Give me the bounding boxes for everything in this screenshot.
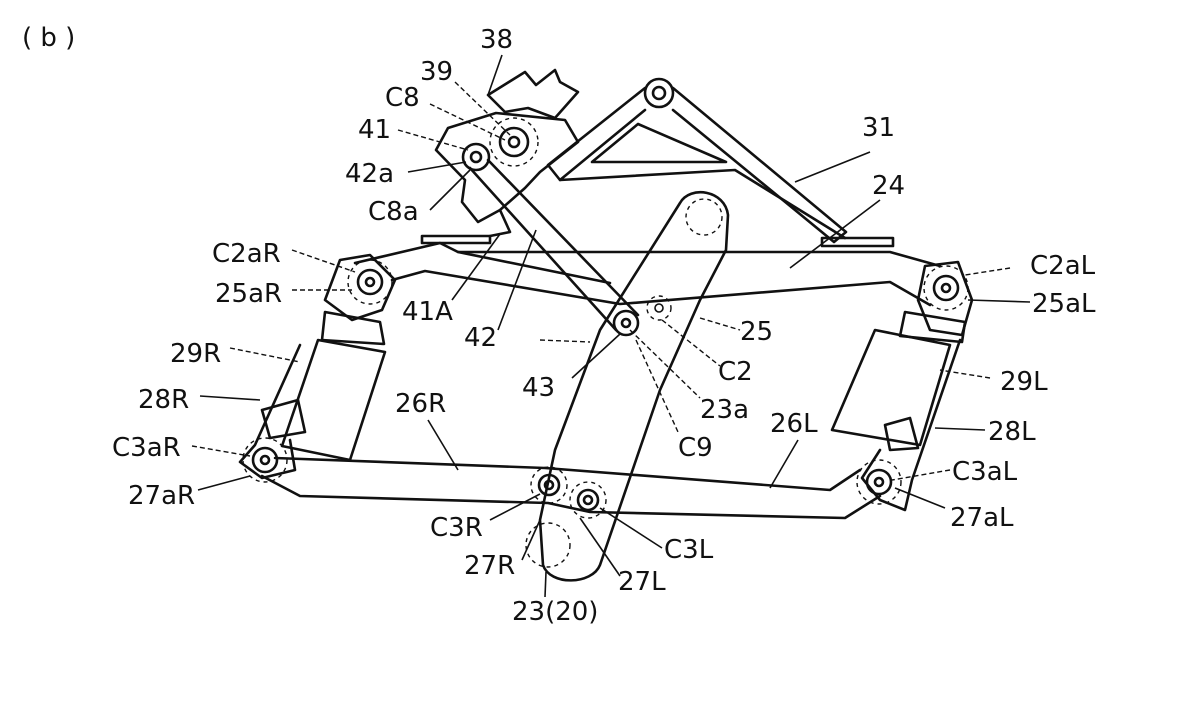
label-42: 42 <box>464 323 497 353</box>
member-23 <box>525 190 730 582</box>
label-c3al: C3aL <box>952 457 1018 487</box>
label-c3ar: C3aR <box>112 433 181 463</box>
bracket-38 <box>434 68 580 238</box>
label-25ar: 25aR <box>215 279 282 309</box>
label-27r: 27R <box>464 551 515 581</box>
shock-28R <box>238 253 397 483</box>
label-29r: 29R <box>170 339 221 369</box>
label-c3l: C3L <box>664 535 714 565</box>
frame-26 <box>260 456 882 520</box>
label-c2ar: C2aR <box>212 239 281 269</box>
shock-28L <box>830 260 974 512</box>
label-26r: 26R <box>395 389 446 419</box>
label-28l: 28L <box>988 417 1036 447</box>
label-28r: 28R <box>138 385 189 415</box>
label-41: 41 <box>358 115 391 145</box>
label-31: 31 <box>862 113 895 143</box>
label-c3r: C3R <box>430 513 483 543</box>
label-42a: 42a <box>345 159 394 189</box>
label-24: 24 <box>872 171 905 201</box>
label-29l: 29L <box>1000 367 1048 397</box>
label-c2: C2 <box>718 357 753 387</box>
label-27al: 27aL <box>950 503 1014 533</box>
label-39: 39 <box>420 57 453 87</box>
label-23a: 23a <box>700 395 749 425</box>
label-25: 25 <box>740 317 773 347</box>
label-c2al: C2aL <box>1030 251 1096 281</box>
panel-label: ( b ) <box>22 23 75 53</box>
label-c8: C8 <box>385 83 420 113</box>
label-c9: C9 <box>678 433 713 463</box>
frame-24 <box>353 234 942 307</box>
label-43: 43 <box>522 373 555 403</box>
label-38: 38 <box>480 25 513 55</box>
leader-lines <box>191 54 1031 598</box>
label-23-20: 23(20) <box>512 597 598 627</box>
link-42 <box>461 117 640 332</box>
label-26l: 26L <box>770 409 818 439</box>
label-25al: 25aL <box>1032 289 1096 319</box>
label-c8a: C8a <box>368 197 419 227</box>
label-27ar: 27aR <box>128 481 195 511</box>
label-41a: 41A <box>402 297 453 327</box>
label-27l: 27L <box>618 567 666 597</box>
reference-labels: 38 39 C8 41 42a C8a 31 24 C2aR 25aR C2aL… <box>112 25 1096 627</box>
frame-31 <box>546 77 848 244</box>
